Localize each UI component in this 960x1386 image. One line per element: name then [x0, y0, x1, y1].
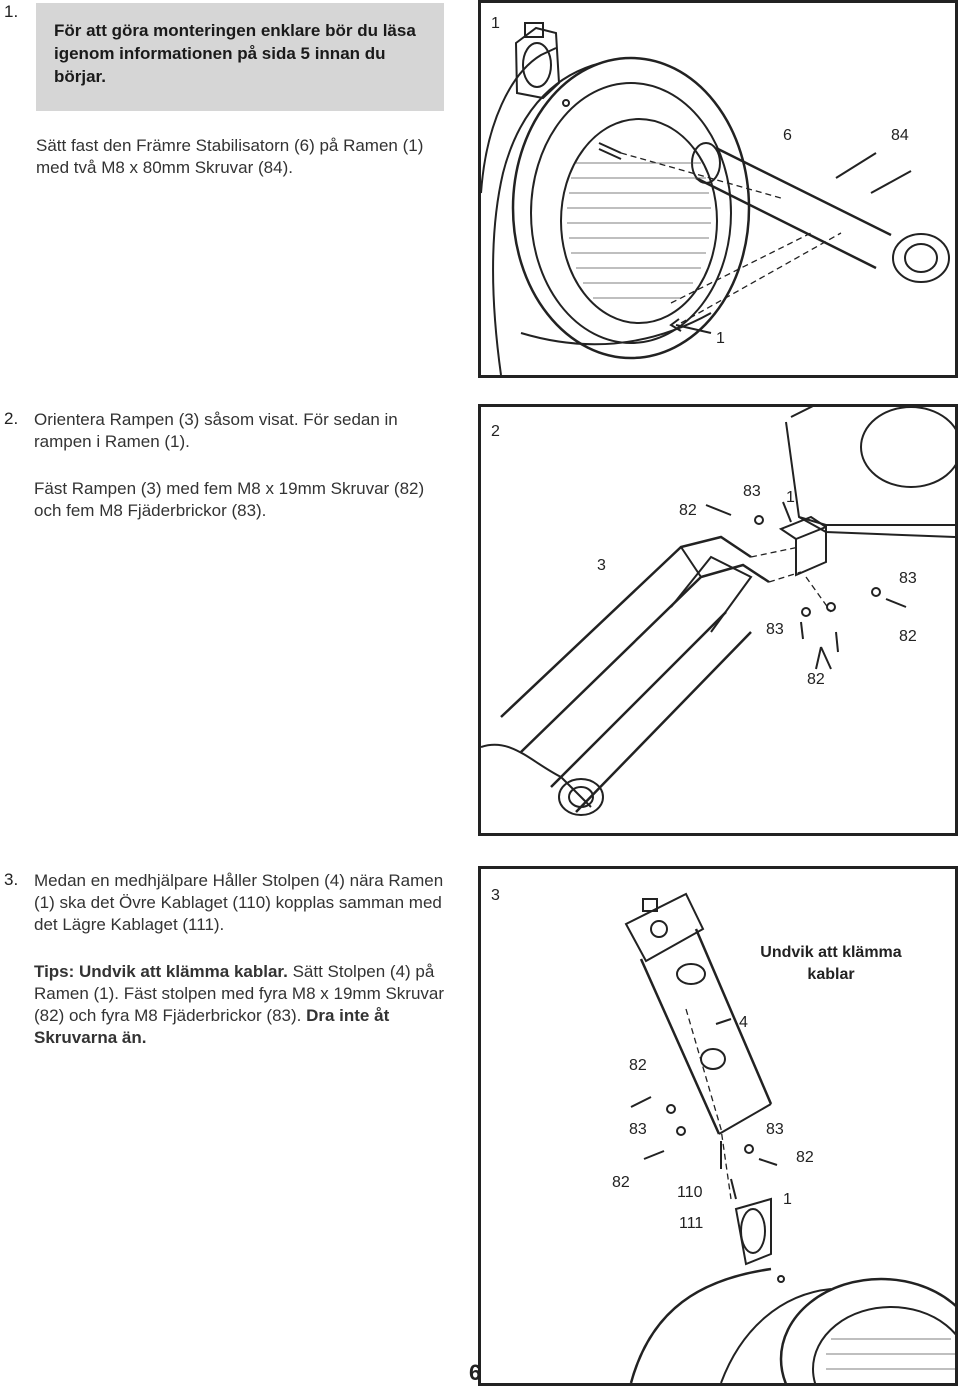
figure-1-illustration [481, 22, 950, 375]
figure-1-panel: 1 6 84 1 [478, 0, 958, 378]
step-3-number: 3. [4, 870, 19, 889]
label-4: 4 [739, 1014, 748, 1031]
label-83-c: 83 [766, 621, 784, 638]
label-111: 111 [679, 1215, 704, 1232]
cable-warning-callout: Undvik att klämma kablar [760, 944, 902, 983]
step-2-text-1: Orientera Rampen (3) såsom visat. För se… [34, 410, 398, 451]
figure-2-number: 2 [491, 423, 500, 440]
label-83-b: 83 [766, 1121, 784, 1138]
label-83-a: 83 [629, 1121, 647, 1138]
label-110: 110 [677, 1184, 703, 1201]
step-3-tip: Tips: Undvik att klämma kablar. Sätt Sto… [34, 961, 454, 1049]
label-1: 1 [716, 330, 725, 347]
figure-3-illustration [624, 892, 955, 1383]
step-3-tip-text: Sätt Stolpen (4) på Ramen (1). Fäst stol… [34, 962, 445, 1025]
step-1-text: Sätt fast den Främre Stabilisatorn (6) p… [36, 136, 424, 177]
label-83-b: 83 [899, 570, 917, 587]
label-83-a: 83 [743, 483, 761, 500]
page-number: 6 [469, 1360, 482, 1385]
label-3: 3 [597, 557, 606, 574]
label-82-b: 82 [899, 628, 917, 645]
figure-3-panel: 3 Undvik att klämma kablar 4 82 83 83 82… [478, 866, 958, 1386]
label-82-a: 82 [679, 502, 697, 519]
label-82-c: 82 [807, 671, 825, 688]
figure-2-panel: 2 82 83 1 3 83 83 82 82 [478, 404, 958, 836]
label-1: 1 [786, 489, 795, 506]
step-1-note: För att göra monteringen enklare bör du … [36, 3, 444, 111]
step-3-tip-bold: Tips: Undvik att klämma kablar. [34, 962, 288, 981]
step-1-number: 1. [4, 2, 19, 21]
step-3-text-1: Medan en medhjälpare Håller Stolpen (4) … [34, 871, 444, 934]
label-82-a: 82 [629, 1057, 647, 1074]
label-82-c: 82 [612, 1174, 630, 1191]
label-1: 1 [783, 1191, 792, 1208]
step-3-tip-bold-2: Dra inte åt Skruvarna än. [34, 1006, 390, 1047]
label-6: 6 [783, 127, 792, 144]
label-84: 84 [891, 127, 909, 144]
step-2-text-2: Fäst Rampen (3) med fem M8 x 19mm Skruva… [34, 479, 425, 520]
figure-2-illustration [481, 407, 955, 816]
figure-1-number: 1 [491, 15, 500, 32]
figure-3-number: 3 [491, 887, 500, 904]
label-82-b: 82 [796, 1149, 814, 1166]
step-2-number: 2. [4, 409, 19, 428]
